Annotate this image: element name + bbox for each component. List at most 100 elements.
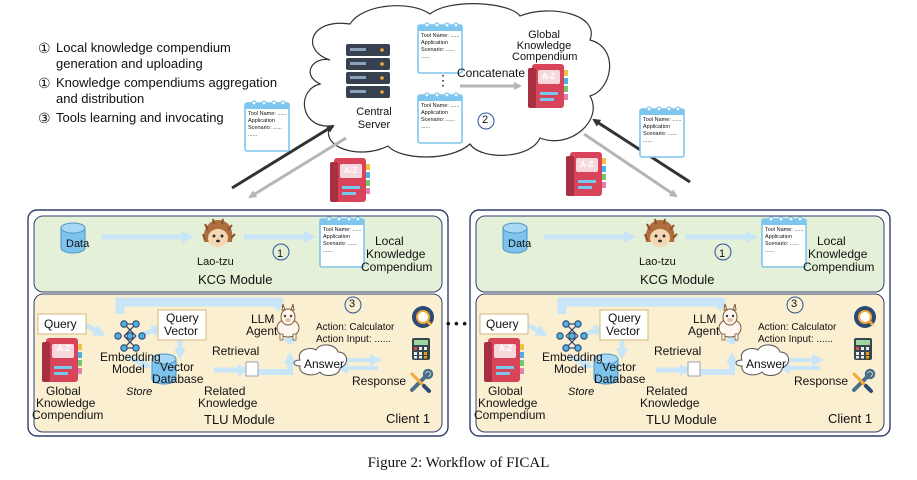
right-kcg-step-1: 1 [719, 248, 726, 260]
right-tlu-global-line2: Knowledge [478, 396, 538, 410]
left-kcg-card-l2: Application [323, 234, 350, 240]
distribute-arrow-left [248, 136, 347, 199]
left-tlu-global-line1: Global [46, 384, 81, 398]
card-a-l1: Tool Name: ...... [421, 33, 460, 39]
legend-text-3: Tools learning and invocating [56, 110, 224, 125]
concatenate-label: Concatenate [457, 66, 526, 80]
right-kcg-agent-label: Lao-tzu [639, 256, 676, 268]
card-d-l4: ...... [643, 138, 653, 144]
left-tlu-query-vector-line2: Vector [164, 324, 199, 338]
global-label-line2: Knowledge [516, 40, 572, 52]
server-card-top-text: Tool Name: ...... Application Scenario: … [421, 33, 460, 61]
upload-arrow-left [231, 124, 335, 190]
left-tlu-vector-db-line1: Vector [160, 360, 195, 374]
left-tlu-step-3: 3 [349, 298, 356, 310]
central-server-label: Central Server [354, 106, 394, 132]
right-kcg-card-l1: Tool Name: ...... [765, 227, 804, 233]
left-kcg-card-l3: Scenario: ...... [323, 241, 357, 247]
card-c-l2: Application [248, 118, 275, 124]
left-kcg-local-line3: Compendium [361, 260, 433, 274]
left-tlu-related-line2: Knowledge [198, 396, 258, 410]
card-b-l2: Application [421, 110, 448, 116]
card-b-l1: Tool Name: ...... [421, 103, 460, 109]
right-tlu-response: Response [794, 374, 849, 388]
left-kcg-module-label: KCG Module [198, 272, 273, 287]
right-tlu-answer: Answer [746, 357, 787, 371]
card-d-l1: Tool Name: ...... [643, 117, 682, 123]
central-server-label-line1: Central [356, 106, 392, 118]
legend-item-1: ① Local knowledge compendium generation … [38, 40, 277, 72]
legend-text-1b: generation and uploading [56, 56, 203, 71]
right-tlu-action1: Action: Calculator [758, 322, 837, 333]
right-tlu-vector-db-line1: Vector [602, 360, 637, 374]
right-tlu-embedding-line2: Model [554, 362, 587, 376]
step-2-circle [477, 112, 495, 130]
left-kcg-agent-label: Lao-tzu [197, 256, 234, 268]
right-tlu-book-label: A-Z [499, 344, 513, 353]
download-book-icon-left [330, 158, 370, 202]
left-kcg-step-1: 1 [277, 248, 284, 260]
legend-item-3: ③ Tools learning and invocating [38, 110, 277, 126]
right-kcg-local-line3: Compendium [803, 260, 875, 274]
upload-card-left-text: Tool Name: ...... Application Scenario: … [248, 111, 287, 139]
right-tlu-global-line1: Global [488, 384, 523, 398]
left-tlu-store: Store [126, 386, 153, 398]
left-tlu-embedding-line2: Model [112, 362, 145, 376]
global-label-line1: Global [528, 29, 560, 41]
left-tlu-query-vector-line1: Query [166, 311, 199, 325]
right-tlu-action2: Action Input: ...... [758, 334, 834, 345]
left-tlu-action1: Action: Calculator [316, 322, 395, 333]
legend: ① Local knowledge compendium generation … [38, 40, 277, 126]
left-tlu-retrieval: Retrieval [212, 344, 260, 358]
right-kcg-card-l4: ...... [765, 248, 775, 254]
legend-item-2: ① Knowledge compendiums aggregation and … [38, 75, 277, 107]
left-tlu-response: Response [352, 374, 407, 388]
download-book-icon-right [566, 152, 606, 196]
download-book-label-left: A-Z [344, 166, 358, 175]
between-clients-dots: • • • [446, 316, 467, 331]
left-kcg-local-line1: Local [375, 234, 404, 248]
left-tlu-llm-line2: Agent [246, 324, 278, 338]
legend-text-1a: Local knowledge compendium [56, 40, 231, 55]
right-tlu-global-line3: Compendium [474, 408, 546, 422]
step-2-number: 2 [482, 114, 489, 126]
upload-card-right-text: Tool Name: ...... Application Scenario: … [643, 117, 682, 145]
card-a-l2: Application [421, 40, 448, 46]
right-tlu-vector-db-line2: Database [594, 372, 646, 386]
left-tlu-llm-line1: LLM [251, 312, 275, 326]
right-tlu-module-label: TLU Module [646, 412, 717, 427]
global-book-label: A-Z [542, 72, 556, 81]
right-tlu-llm-line1: LLM [693, 312, 717, 326]
legend-number-3: ③ [38, 110, 51, 126]
right-tlu-related-line1: Related [646, 384, 688, 398]
left-tlu-global-line2: Knowledge [36, 396, 96, 410]
server-card-bottom-text: Tool Name: ...... Application Scenario: … [421, 103, 460, 131]
left-tlu-vector-db-line2: Database [152, 372, 204, 386]
global-compendium-book-icon [528, 64, 568, 108]
card-d-l3: Scenario: ...... [643, 131, 677, 137]
right-tlu-client-name: Client 1 [828, 411, 873, 426]
right-tlu-step-3: 3 [791, 298, 798, 310]
legend-text-2a: Knowledge compendiums aggregation [56, 75, 278, 90]
left-kcg-card-l1: Tool Name: ...... [323, 227, 362, 233]
figure-caption: Figure 2: Workflow of FICAL [367, 455, 550, 471]
global-label-line3: Compendium [512, 51, 578, 63]
left-tlu-query-label: Query [44, 317, 77, 331]
central-server-label-line2: Server [357, 119, 391, 131]
download-book-label-right: A-Z [580, 160, 594, 169]
right-tlu-retrieval: Retrieval [654, 344, 702, 358]
right-tlu-query-vector-line2: Vector [606, 324, 641, 338]
server-card-dots: ⋮ [436, 72, 450, 88]
legend-text-2b: and distribution [56, 91, 145, 106]
card-c-l4: ...... [248, 132, 258, 138]
left-kcg-card-l4: ...... [323, 248, 333, 254]
global-compendium-label: Global Knowledge Compendium [512, 29, 578, 63]
left-tlu-action2: Action Input: ...... [316, 334, 392, 345]
legend-number-2: ① [38, 75, 51, 91]
left-tlu-book-label: A-Z [57, 344, 71, 353]
server-icon [346, 44, 390, 98]
card-a-l4: ...... [421, 54, 431, 60]
right-kcg-local-line1: Local [817, 234, 846, 248]
right-tlu-query-label: Query [486, 317, 519, 331]
